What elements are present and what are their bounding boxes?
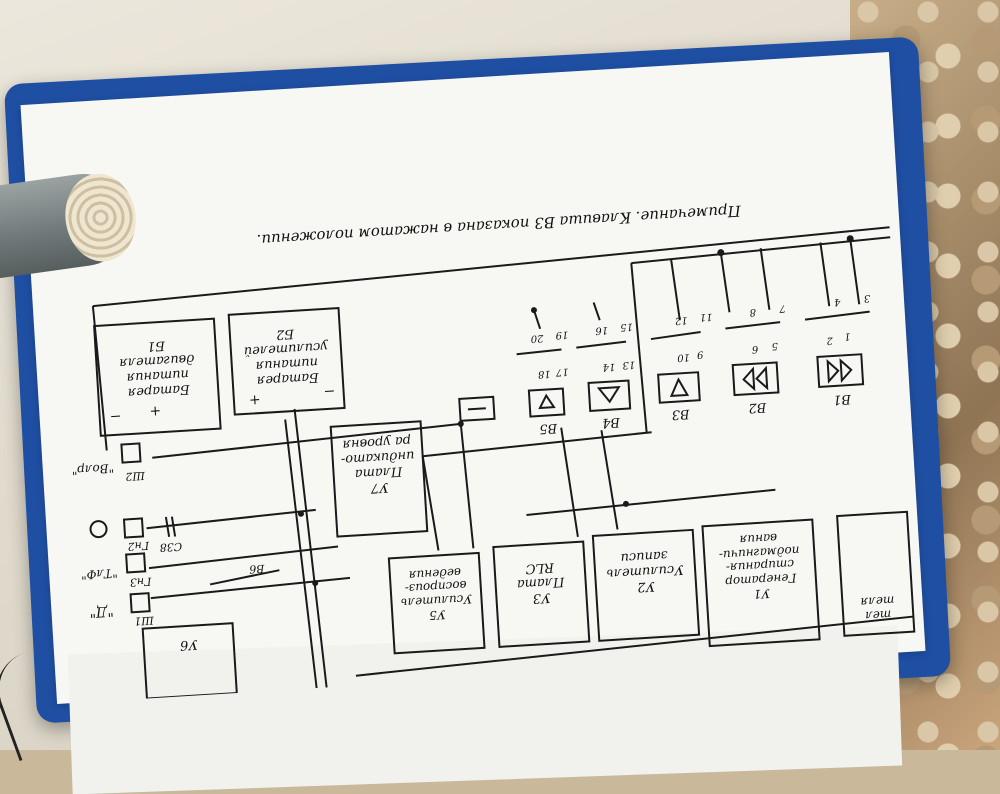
key-b1-label: В1 [832,390,852,407]
pin-4: 4 [833,295,841,308]
b1-minus: − [109,407,122,425]
key-b2-label: В2 [747,399,767,416]
pin-2: 2 [826,334,834,346]
pin-10: 10 [676,351,691,363]
connector-gn2: Гн2 [127,538,150,554]
pin-3: 3 [863,292,871,304]
pin-18: 18 [537,367,551,380]
key-b3-label: В3 [671,405,690,422]
pin-1: 1 [843,330,851,342]
connector-sh1-label: "Д" [88,602,115,620]
connector-sh1: Ш1 [133,613,155,628]
pin-12: 12 [674,314,688,327]
b1-plus: + [148,402,162,419]
block-u7-label: У7 Плата индикато- ра уровня [340,432,415,496]
pin-14: 14 [602,360,616,373]
pin-17: 17 [555,365,569,378]
pin-20: 20 [530,332,544,344]
block-b1-label: Батарея питания двигателя Б1 [118,337,195,400]
pin-13: 13 [622,358,636,371]
pin-7: 7 [778,302,787,314]
pin-6: 6 [751,343,759,355]
pin-16: 16 [594,324,609,336]
key-b4-label: В4 [601,414,621,431]
key-b5-label: В5 [538,419,558,436]
block-u1-label: У1 Генератор стирания- подмагничи- вания [718,530,800,602]
switch-b6: В6 [248,561,265,576]
pin-5: 5 [771,339,779,352]
connector-sh2: Ш2 [124,468,146,484]
schematic-wiring [89,226,916,700]
connector-gn3: Гн3 [129,574,152,589]
block-edge-label: тел теля [859,593,895,624]
pin-8: 8 [749,306,757,318]
pin-11: 11 [699,310,713,323]
connector-sh2-label: "Волр" [71,460,115,478]
pin-19: 19 [555,328,569,341]
block-b2-label: Батарея питания усилителей Б2 [243,325,329,388]
b2-minus: − [323,382,336,400]
b2-plus: + [248,391,262,408]
pin-15: 15 [619,320,634,333]
pin-9: 9 [696,348,704,360]
block-u2-label: У2 Усилитель записи [606,547,685,595]
circuit-schematic: Примечание. Клавиша В3 показана в нажато… [20,52,925,704]
block-u5-label: У5 Усилитель воспроиз- ведения [400,564,473,623]
block-u3-label: У3 Плата RLC [516,559,565,606]
capacitor-c38: С38 [159,539,183,555]
